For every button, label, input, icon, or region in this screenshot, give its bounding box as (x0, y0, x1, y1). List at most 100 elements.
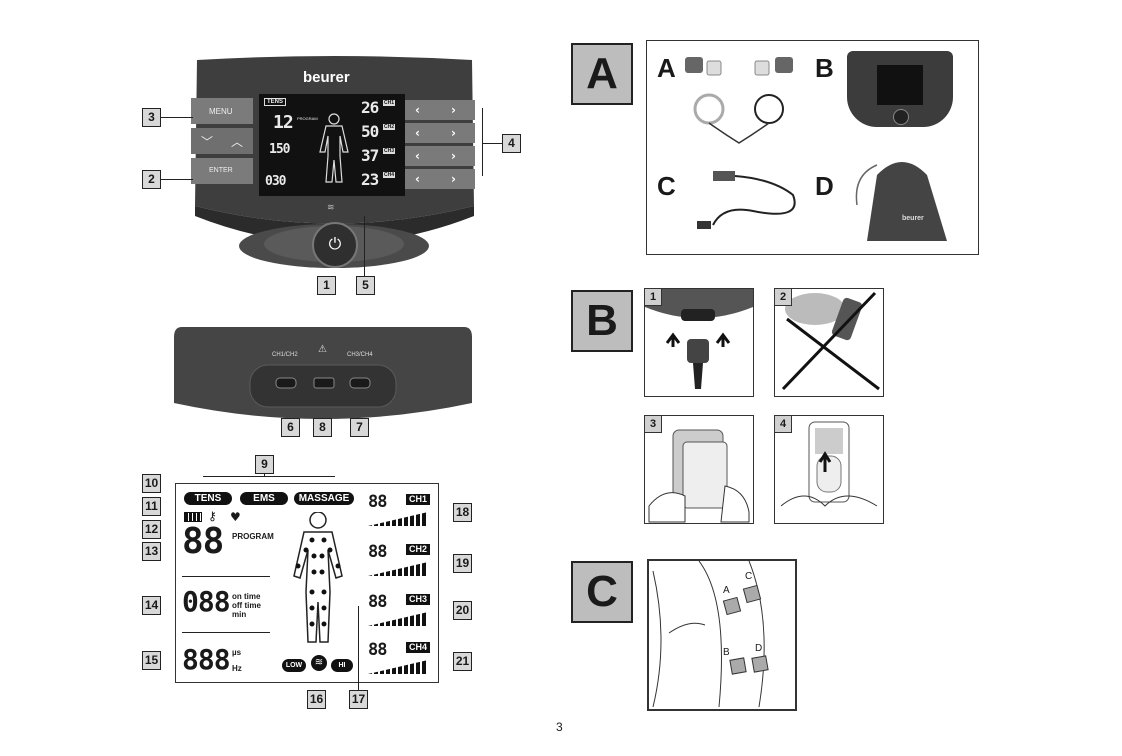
ch4-intensity-bars (368, 660, 428, 674)
intensity-hi: HI (331, 659, 353, 672)
callout-3: 3 (142, 108, 161, 127)
channel-block-4: 88 CH4 (368, 640, 434, 674)
intensity-low: LOW (282, 659, 306, 672)
battery-icon (184, 512, 202, 522)
lcd-ch1-tag: CH1 (383, 100, 396, 106)
section-a-panel: A B C D beurer (646, 40, 979, 255)
callout-16: 16 (307, 690, 326, 709)
placement-panel: A C B D (647, 559, 797, 711)
time-label-on: on time (232, 592, 261, 601)
heat-icon: ≋ (311, 655, 327, 671)
ch1-decrease-icon[interactable]: ‹ (415, 103, 420, 117)
device-bottom-illustration (174, 327, 472, 419)
device-body-illustration (191, 56, 475, 268)
menu-button[interactable]: MENU (191, 98, 253, 124)
callout-11: 11 (142, 497, 161, 516)
step-1-badge: 1 (645, 289, 662, 306)
callout-1: 1 (317, 276, 336, 295)
lcd-ch1-value: 26 (361, 98, 379, 117)
lcd-screen: TENS 12 PROGRAM 150 030 26 50 37 23 CH1 … (259, 94, 405, 196)
callout-9: 9 (255, 455, 274, 474)
display-diagram: TENS EMS MASSAGE ♥ ⚷ 88 PROGRAM 088 on t… (175, 483, 439, 683)
body-figure (293, 512, 343, 643)
lcd-time-value: 150 (269, 142, 291, 157)
ch2-increase-icon[interactable]: › (451, 126, 456, 140)
ch4-decrease-icon[interactable]: ‹ (415, 172, 420, 186)
step-3-illustration (648, 429, 750, 523)
display-divider-2 (182, 632, 270, 633)
section-c-label: C (571, 561, 633, 623)
power-button[interactable]: ⏻ (312, 222, 358, 268)
leader-9b (264, 474, 265, 477)
leader-5 (364, 216, 365, 276)
pad-label-c: C (745, 571, 753, 582)
ch2-decrease-icon[interactable]: ‹ (415, 126, 420, 140)
usb-cable-illustration (697, 171, 796, 229)
step-2-illustration (781, 291, 880, 391)
program-label: PROGRAM (232, 532, 274, 541)
chevron-down-icon[interactable]: ﹀ (201, 135, 214, 149)
callout-18: 18 (453, 503, 472, 522)
callout-19: 19 (453, 554, 472, 573)
ch3-intensity-bars (368, 612, 428, 626)
warning-icon: ⚠ (318, 344, 327, 355)
menu-label: MENU (209, 107, 233, 116)
step-2-badge: 2 (775, 289, 792, 306)
enter-button[interactable]: ENTER (191, 158, 253, 184)
lcd-ch2-value: 50 (361, 122, 379, 141)
callout-17: 17 (349, 690, 368, 709)
item-a-letter: A (657, 53, 676, 83)
lcd-freq-value: 030 (265, 174, 287, 189)
ch4-digits: 88 (368, 640, 388, 660)
pad-label-a: A (723, 585, 730, 596)
callout-14: 14 (142, 596, 161, 615)
step-3-badge: 3 (645, 416, 662, 433)
up-down-buttons[interactable]: ﹀ ︿ (191, 128, 253, 154)
mode-massage: MASSAGE (294, 492, 354, 505)
section-b-label: B (571, 290, 633, 352)
ch1-intensity-bars (368, 512, 428, 526)
callout-13: 13 (142, 542, 161, 561)
chevron-up-icon[interactable]: ︿ (231, 135, 244, 149)
ch4-tag: CH4 (406, 642, 431, 653)
step-1-panel: 1 (644, 288, 754, 397)
callout-6: 6 (281, 418, 300, 437)
step-1-illustration (645, 289, 753, 389)
channel-block-2: 88 CH2 (368, 542, 434, 576)
time-label-off: off time (232, 601, 261, 610)
leader-2 (161, 179, 193, 180)
pad-label-d: D (755, 643, 763, 654)
ch2-intensity-bars (368, 562, 428, 576)
lcd-ch3-tag: CH3 (383, 148, 396, 154)
item-c-letter: C (657, 171, 676, 201)
ch3-increase-icon[interactable]: › (451, 149, 456, 163)
leader-3 (161, 117, 193, 118)
device-bottom: CH1/CH2 ⚠ CH3/CH4 (172, 323, 474, 427)
callout-7: 7 (350, 418, 369, 437)
ch1-tag: CH1 (406, 494, 431, 505)
storage-bag-illustration (855, 162, 947, 241)
lcd-mode-badge: TENS (264, 98, 287, 106)
step-4-badge: 4 (775, 416, 792, 433)
ch1-increase-icon[interactable]: › (451, 103, 456, 117)
channel-buttons: ‹ › ‹ › ‹ › ‹ › (405, 100, 475, 192)
key-lock-icon: ⚷ (208, 509, 217, 523)
ch3-decrease-icon[interactable]: ‹ (415, 149, 420, 163)
lcd-program-value: 12 (273, 112, 294, 133)
ch4-increase-icon[interactable]: › (451, 172, 456, 186)
callout-4: 4 (502, 134, 521, 153)
item-b-letter: B (815, 53, 834, 83)
step-3-panel: 3 (644, 415, 754, 524)
lcd-ch2-tag: CH2 (383, 124, 396, 130)
heart-icon: ♥ (230, 510, 241, 524)
pad-label-b: B (723, 647, 730, 658)
callout-20: 20 (453, 601, 472, 620)
item-d-letter: D (815, 171, 834, 201)
lcd-ch4-value: 23 (361, 170, 379, 189)
shoulder-placement-illustration (652, 561, 769, 708)
enter-label: ENTER (209, 167, 233, 174)
leader-17 (358, 606, 359, 690)
electrodes-illustration (685, 57, 793, 144)
section-a-label: A (571, 43, 633, 105)
mode-tens: TENS (184, 492, 232, 505)
